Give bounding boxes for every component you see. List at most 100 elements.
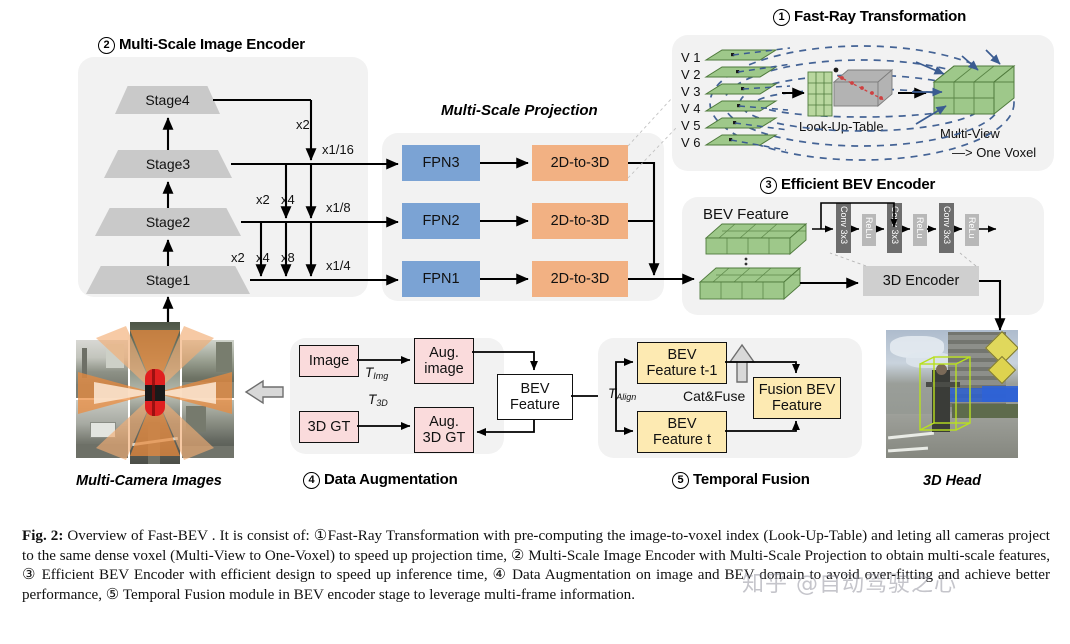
back-to-images-arrow [244, 379, 284, 405]
conv-block-1: Conv 3x3 [836, 203, 851, 253]
conv-block-3-label: Conv 3x3 [942, 206, 952, 245]
upsample-label-s3b: x4 [281, 192, 295, 207]
scale-label-1-16: x1/16 [322, 142, 354, 157]
bev-feature-t-box: BEV Feature t [637, 411, 727, 453]
view-label-6: V 6 [681, 135, 701, 150]
aug-image-box: Aug. image [414, 338, 474, 384]
image-box-label: Image [308, 352, 350, 369]
title-temporal-fusion-text: Temporal Fusion [693, 471, 810, 488]
title-image-encoder-text: Multi-Scale Image Encoder [119, 36, 305, 53]
fpn1-box: FPN1 [402, 261, 480, 297]
view-label-3: V 3 [681, 84, 701, 99]
stage-1-label: Stage1 [145, 272, 191, 288]
projection-rays-overlay [78, 326, 232, 460]
bev-feature-t1-box: BEV Feature t-1 [637, 342, 727, 384]
badge-2: 2 [98, 37, 115, 54]
title-multi-scale-projection: Multi-Scale Projection [441, 102, 598, 119]
lift1-box: 2D-to-3D [532, 261, 628, 297]
lift1-label: 2D-to-3D [550, 270, 610, 287]
bev-feature-t-label: BEV Feature t [652, 415, 712, 448]
t-align-label: TAlign [608, 386, 636, 402]
upsample-label-s2c: x8 [281, 250, 295, 265]
bev-feature-box-label: BEV Feature [510, 380, 560, 413]
badge-5: 5 [672, 472, 689, 489]
lift3-label: 2D-to-3D [550, 154, 610, 171]
fpn1-label: FPN1 [422, 270, 460, 287]
gt-box: 3D GT [299, 411, 359, 443]
conv-block-2: Conv 3x3 [887, 203, 902, 253]
badge-4: 4 [303, 472, 320, 489]
t-img-subscript: Img [373, 371, 389, 381]
lift2-box: 2D-to-3D [532, 203, 628, 239]
t-3d-subscript: 3D [376, 398, 388, 408]
bev-feature-label: BEV Feature [703, 206, 789, 223]
title-bev-encoder-text: Efficient BEV Encoder [781, 176, 936, 193]
relu-block-1-label: ReLu [864, 217, 874, 239]
3d-encoder-box: 3D Encoder [863, 266, 979, 296]
relu-block-3-label: ReLu [967, 217, 977, 239]
upsample-label-s2b: x4 [256, 250, 270, 265]
lift3-box: 2D-to-3D [532, 145, 628, 181]
conv-block-2-label: Conv 3x3 [890, 206, 900, 245]
figure-caption: Fig. 2: Overview of Fast-BEV . It is con… [22, 527, 1050, 605]
caption-body: Overview of Fast-BEV . It is consist of:… [22, 528, 1050, 603]
look-up-table-label: Look-Up-Table [799, 119, 884, 134]
bev-feature-box: BEV Feature [497, 374, 573, 420]
badge-3: 3 [760, 177, 777, 194]
fpn3-box: FPN3 [402, 145, 480, 181]
fpn2-box: FPN2 [402, 203, 480, 239]
upsample-label-s3a: x2 [256, 192, 270, 207]
conv-block-3: Conv 3x3 [939, 203, 954, 253]
fusion-bev-feature-box: Fusion BEV Feature [753, 377, 841, 419]
stage-3: Stage3 [104, 150, 232, 178]
relu-block-2-label: ReLu [915, 217, 925, 239]
bev-feature-t1-label: BEV Feature t-1 [646, 346, 718, 379]
aug-image-box-label: Aug. image [424, 344, 464, 377]
relu-block-2: ReLu [913, 214, 927, 246]
badge-1: 1 [773, 9, 790, 26]
fpn3-label: FPN3 [422, 154, 460, 171]
stage-4: Stage4 [115, 86, 220, 114]
t-3d-label: T3D [368, 392, 388, 408]
lift2-label: 2D-to-3D [550, 212, 610, 229]
scale-label-1-8: x1/8 [326, 200, 351, 215]
upsample-label-s4: x2 [296, 117, 310, 132]
fpn2-label: FPN2 [422, 212, 460, 229]
one-voxel-label: —> One Voxel [952, 145, 1037, 160]
aug-gt-box-label: Aug. 3D GT [422, 413, 466, 446]
view-label-4: V 4 [681, 101, 701, 116]
caption-label: Fig. 2: [22, 528, 64, 544]
conv-block-1-label: Conv 3x3 [839, 206, 849, 245]
stage-3-label: Stage3 [145, 156, 191, 172]
title-fast-ray-text: Fast-Ray Transformation [794, 8, 967, 25]
view-label-5: V 5 [681, 118, 701, 133]
view-label-1: V 1 [681, 50, 701, 65]
relu-block-1: ReLu [862, 214, 876, 246]
stage-2-label: Stage2 [145, 214, 191, 230]
3d-encoder-label: 3D Encoder [882, 272, 960, 289]
multi-camera-collage [76, 322, 234, 464]
scale-label-1-4: x1/4 [326, 258, 351, 273]
multi-view-label: Multi-View [940, 126, 1000, 141]
t-align-symbol: T [608, 386, 617, 401]
t-3d-symbol: T [368, 392, 377, 407]
head-caption: 3D Head [923, 473, 982, 489]
stage-1: Stage1 [86, 266, 250, 294]
t-align-subscript: Align [616, 392, 637, 402]
gt-box-label: 3D GT [307, 418, 351, 435]
stage-4-label: Stage4 [145, 92, 190, 108]
upsample-label-s2a: x2 [231, 250, 245, 265]
relu-block-3: ReLu [965, 214, 979, 246]
view-label-2: V 2 [681, 67, 701, 82]
cat-fuse-label: Cat&Fuse [683, 388, 746, 404]
t-img-label: TImg [365, 365, 388, 381]
fusion-bev-feature-label: Fusion BEV Feature [758, 381, 836, 414]
multi-camera-caption: Multi-Camera Images [76, 473, 222, 489]
head-detection-image [886, 330, 1018, 458]
stage-2: Stage2 [95, 208, 241, 236]
